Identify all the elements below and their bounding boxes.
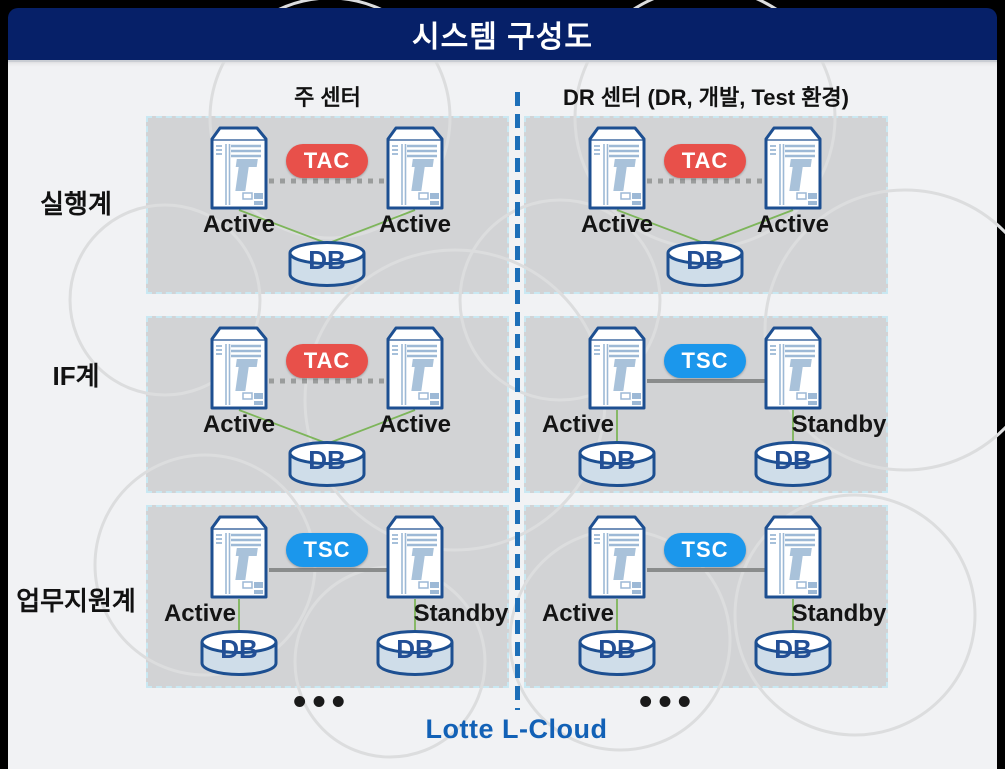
- column-header-main-center: 주 센터: [294, 85, 361, 110]
- tibero-server-icon: [588, 126, 646, 210]
- state-label: Active: [202, 211, 276, 238]
- row-label-business-support-tier: 업무지원계: [16, 586, 136, 616]
- tibero-server-icon: [588, 326, 646, 410]
- tibero-server-icon: [386, 126, 444, 210]
- tibero-server-icon: [764, 326, 822, 410]
- db-label: DB: [598, 445, 636, 475]
- db-label: DB: [308, 245, 346, 275]
- tibero-server-icon: [210, 515, 268, 599]
- state-label: Standby: [791, 411, 887, 438]
- ha-link-badge-tsc: TSC: [664, 344, 746, 378]
- cell-exec-dr: TAC Active Active DB: [524, 116, 888, 294]
- db-label: DB: [396, 634, 434, 664]
- cell-biz-main: TSC Active Standby DB DB: [146, 505, 509, 688]
- title-bar: 시스템 구성도: [8, 8, 997, 60]
- cell-if-dr: TSC Active Standby DB DB: [524, 316, 888, 493]
- center-divider-dashed-line: [515, 92, 520, 710]
- state-label: Active: [756, 211, 830, 238]
- ha-link-badge-tac: TAC: [286, 344, 368, 378]
- tibero-server-icon: [210, 126, 268, 210]
- state-label: Active: [541, 600, 615, 627]
- state-label: Active: [378, 211, 452, 238]
- ha-link-badge-tac: TAC: [286, 144, 368, 178]
- tibero-server-icon: [588, 515, 646, 599]
- row-label-execution-tier: 실행계: [40, 189, 112, 219]
- state-label: Standby: [413, 600, 509, 627]
- row-label-if-tier: IF계: [52, 361, 100, 391]
- db-label: DB: [308, 445, 346, 475]
- ha-link-badge-tsc: TSC: [664, 533, 746, 567]
- ha-link-badge-tac: TAC: [664, 144, 746, 178]
- tibero-server-icon: [386, 515, 444, 599]
- page-title: 시스템 구성도: [412, 21, 593, 54]
- db-label: DB: [598, 634, 636, 664]
- state-label: Active: [202, 411, 276, 438]
- state-label: Active: [541, 411, 615, 438]
- column-header-dr-center: DR 센터 (DR, 개발, Test 환경): [562, 85, 850, 110]
- tibero-server-icon: [764, 515, 822, 599]
- tibero-server-icon: [386, 326, 444, 410]
- lotte-lcloud-brand: Lotte L-Cloud: [425, 714, 608, 744]
- cell-if-main: TAC Active Active DB: [146, 316, 509, 493]
- state-label: Active: [580, 211, 654, 238]
- db-label: DB: [220, 634, 258, 664]
- state-label: Active: [163, 600, 237, 627]
- db-label: DB: [686, 245, 724, 275]
- tibero-server-icon: [210, 326, 268, 410]
- tibero-server-icon: [764, 126, 822, 210]
- state-label: Standby: [791, 600, 887, 627]
- ha-link-badge-tsc: TSC: [286, 533, 368, 567]
- db-label: DB: [774, 634, 812, 664]
- cell-exec-main: TAC Active Active DB: [146, 116, 509, 294]
- db-label: DB: [774, 445, 812, 475]
- state-label: Active: [378, 411, 452, 438]
- cell-biz-dr: TSC Active Standby DB DB: [524, 505, 888, 688]
